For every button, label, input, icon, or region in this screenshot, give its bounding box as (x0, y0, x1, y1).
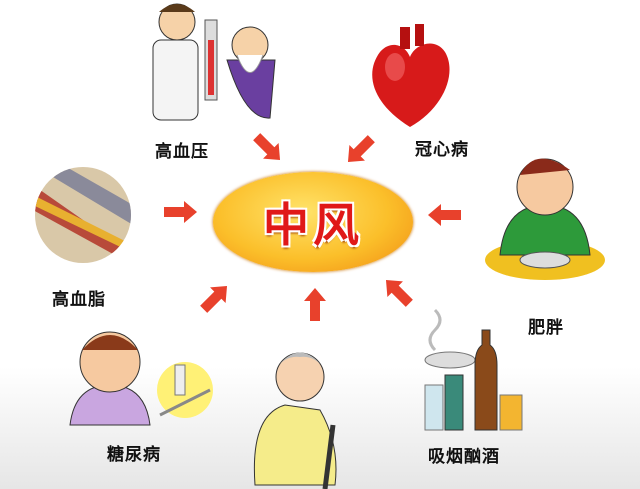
factor-label-hypertension: 高血压 (155, 142, 209, 162)
arrow-icon (378, 272, 418, 312)
factor-label-hyperlipidemia: 高血脂 (52, 290, 106, 310)
arrow-icon (428, 204, 461, 226)
arrow-icon (248, 128, 288, 168)
factor-label-smoking-drinking: 吸烟酗酒 (428, 447, 500, 467)
arrow-icon (195, 278, 235, 318)
sick-child-with-syringe-icon (69, 331, 213, 426)
elderly-woman-with-cane-icon (253, 352, 337, 489)
arrow-icon (304, 288, 326, 321)
factor-label-coronary-heart-disease: 冠心病 (415, 140, 469, 160)
stroke-center-ellipse: 中风 (213, 172, 413, 272)
doctor-and-elderly-patient-icon (152, 3, 276, 121)
cigarettes-and-alcohol-icon (424, 308, 523, 431)
stroke-title: 中风 (263, 198, 363, 252)
overweight-man-eating-icon (485, 158, 605, 280)
arrow-icon (340, 130, 380, 170)
clogged-artery-icon (35, 167, 131, 263)
factor-label-diabetes: 糖尿病 (107, 445, 161, 465)
factor-label-obesity: 肥胖 (528, 318, 564, 338)
heart-icon (372, 24, 450, 128)
arrow-icon (164, 201, 197, 223)
